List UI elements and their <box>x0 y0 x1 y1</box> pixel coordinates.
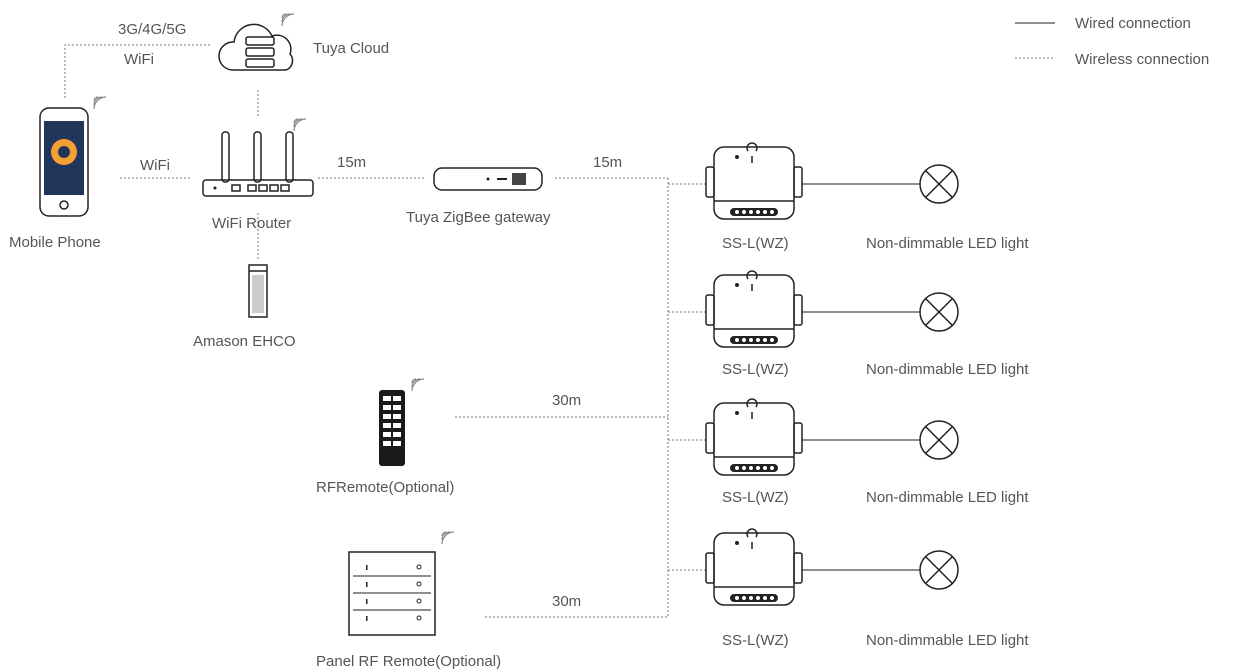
cloud-icon <box>218 13 295 71</box>
phone-label: Mobile Phone <box>9 234 101 251</box>
modules-distance-label: 15m <box>593 154 622 171</box>
led-light-icon <box>919 550 959 590</box>
module-load-label: Non-dimmable LED light <box>866 632 1029 649</box>
legend-wireless-label: Wireless connection <box>1075 51 1209 68</box>
module-row: SS-L(WZ) Non-dimmable LED light <box>705 270 1029 378</box>
module-load-label: Non-dimmable LED light <box>866 489 1029 506</box>
echo-label: Amason EHCO <box>193 333 296 350</box>
phone-wifi-label: WiFi <box>140 157 170 174</box>
led-light-icon <box>919 420 959 460</box>
zigbee-gateway-icon <box>433 167 543 191</box>
module-row: SS-L(WZ) Non-dimmable LED light <box>705 142 1029 252</box>
phone-cloud-link <box>64 44 210 98</box>
phone-icon <box>39 96 107 217</box>
switch-module-icon <box>705 398 803 476</box>
router-icon <box>202 118 314 197</box>
rf-remote-label: RFRemote(Optional) <box>316 479 454 496</box>
panel-remote-label: Panel RF Remote(Optional) <box>316 653 501 670</box>
module-row: SS-L(WZ) Non-dimmable LED light <box>705 398 1029 506</box>
module-model-label: SS-L(WZ) <box>722 489 789 506</box>
gateway-distance-label: 15m <box>337 154 366 171</box>
module-row: SS-L(WZ) Non-dimmable LED light <box>705 528 1029 649</box>
switch-module-icon <box>705 270 803 348</box>
network-label: 3G/4G/5G <box>118 21 186 38</box>
module-model-label: SS-L(WZ) <box>722 235 789 252</box>
module-model-label: SS-L(WZ) <box>722 361 789 378</box>
panel-remote-icon <box>348 531 455 636</box>
switch-module-icon <box>705 528 803 606</box>
module-load-label: Non-dimmable LED light <box>866 361 1029 378</box>
legend: Wired connection Wireless connection <box>1015 15 1209 68</box>
module-model-label: SS-L(WZ) <box>722 632 789 649</box>
rf-remote-distance-label: 30m <box>552 392 581 409</box>
panel-remote-distance-label: 30m <box>552 593 581 610</box>
switch-module-icon <box>705 142 803 220</box>
wireless-links <box>64 44 706 618</box>
echo-speaker-icon <box>248 264 268 318</box>
led-light-icon <box>919 164 959 204</box>
legend-wired-label: Wired connection <box>1075 15 1191 32</box>
router-label: WiFi Router <box>212 215 291 232</box>
network-wifi-label: WiFi <box>124 51 154 68</box>
rf-remote-icon <box>379 378 425 466</box>
module-load-label: Non-dimmable LED light <box>866 235 1029 252</box>
gateway-label: Tuya ZigBee gateway <box>406 209 551 226</box>
led-light-icon <box>919 292 959 332</box>
cloud-label: Tuya Cloud <box>313 40 389 57</box>
